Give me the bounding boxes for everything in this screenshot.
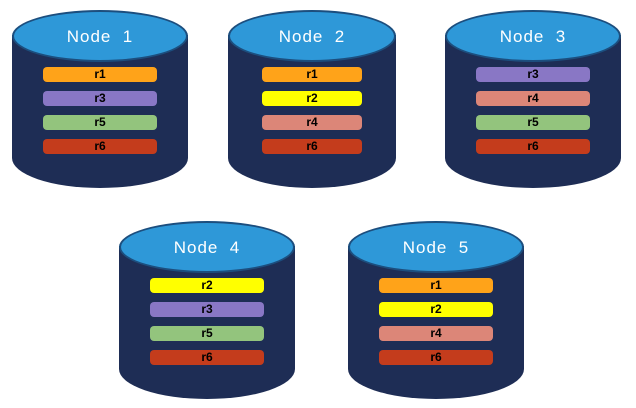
- replica-label: r4: [306, 115, 318, 129]
- node-title: Node 5: [402, 238, 470, 257]
- replica-label: r2: [430, 302, 442, 316]
- node-2-replica-bar-r1: r1: [262, 67, 362, 82]
- node-1-replica-bar-r5: r5: [43, 115, 157, 130]
- replica-label: r1: [430, 278, 442, 292]
- replica-list: r2 r3 r5 r6: [119, 278, 295, 365]
- node-5-cylinder: Node 5 r1 r2 r4 r6: [348, 221, 524, 399]
- replica-list: r1 r2 r4 r6: [228, 67, 396, 154]
- replica-list: r1 r2 r4 r6: [348, 278, 524, 365]
- node-3-replica-bar-r5: r5: [476, 115, 590, 130]
- replica-label: r6: [201, 350, 213, 364]
- node-5-replica-bar-r1: r1: [379, 278, 493, 293]
- replica-list: r1 r3 r5 r6: [12, 67, 188, 154]
- cylinder-top-ellipse: Node 1: [12, 10, 188, 62]
- node-5-replica-bar-r2: r2: [379, 302, 493, 317]
- node-2-cylinder: Node 2 r1 r2 r4 r6: [228, 10, 396, 188]
- replica-label: r6: [430, 350, 442, 364]
- replica-label: r1: [306, 67, 318, 81]
- replica-label: r6: [527, 139, 539, 153]
- node-5-replica-bar-r4: r4: [379, 326, 493, 341]
- node-2-replica-bar-r6: r6: [262, 139, 362, 154]
- node-3-replica-bar-r4: r4: [476, 91, 590, 106]
- node-4-replica-bar-r6: r6: [150, 350, 264, 365]
- node-5-replica-bar-r6: r6: [379, 350, 493, 365]
- replica-label: r2: [201, 278, 213, 292]
- node-4-replica-bar-r3: r3: [150, 302, 264, 317]
- node-3-replica-bar-r6: r6: [476, 139, 590, 154]
- replica-label: r5: [94, 115, 106, 129]
- replica-list: r3 r4 r5 r6: [445, 67, 621, 154]
- replica-label: r6: [94, 139, 106, 153]
- node-title: Node 3: [499, 27, 567, 46]
- cylinder-top-ellipse: Node 4: [119, 221, 295, 273]
- node-1-cylinder: Node 1 r1 r3 r5 r6: [12, 10, 188, 188]
- node-1-replica-bar-r6: r6: [43, 139, 157, 154]
- replica-label: r5: [527, 115, 539, 129]
- node-4-cylinder: Node 4 r2 r3 r5 r6: [119, 221, 295, 399]
- replica-label: r1: [94, 67, 106, 81]
- cylinder-top-ellipse: Node 2: [228, 10, 396, 62]
- replica-label: r6: [306, 139, 318, 153]
- node-1-replica-bar-r3: r3: [43, 91, 157, 106]
- replica-label: r3: [201, 302, 213, 316]
- node-title: Node 2: [278, 27, 346, 46]
- node-3-cylinder: Node 3 r3 r4 r5 r6: [445, 10, 621, 188]
- node-4-replica-bar-r5: r5: [150, 326, 264, 341]
- node-2-replica-bar-r4: r4: [262, 115, 362, 130]
- replica-label: r3: [527, 67, 539, 81]
- replica-label: r5: [201, 326, 213, 340]
- node-2-replica-bar-r2: r2: [262, 91, 362, 106]
- replica-label: r4: [430, 326, 442, 340]
- cylinder-top-ellipse: Node 3: [445, 10, 621, 62]
- replica-label: r4: [527, 91, 539, 105]
- cylinder-top-ellipse: Node 5: [348, 221, 524, 273]
- replica-label: r3: [94, 91, 106, 105]
- node-title: Node 4: [173, 238, 241, 257]
- node-4-replica-bar-r2: r2: [150, 278, 264, 293]
- replica-label: r2: [306, 91, 318, 105]
- node-title: Node 1: [66, 27, 134, 46]
- node-3-replica-bar-r3: r3: [476, 67, 590, 82]
- node-1-replica-bar-r1: r1: [43, 67, 157, 82]
